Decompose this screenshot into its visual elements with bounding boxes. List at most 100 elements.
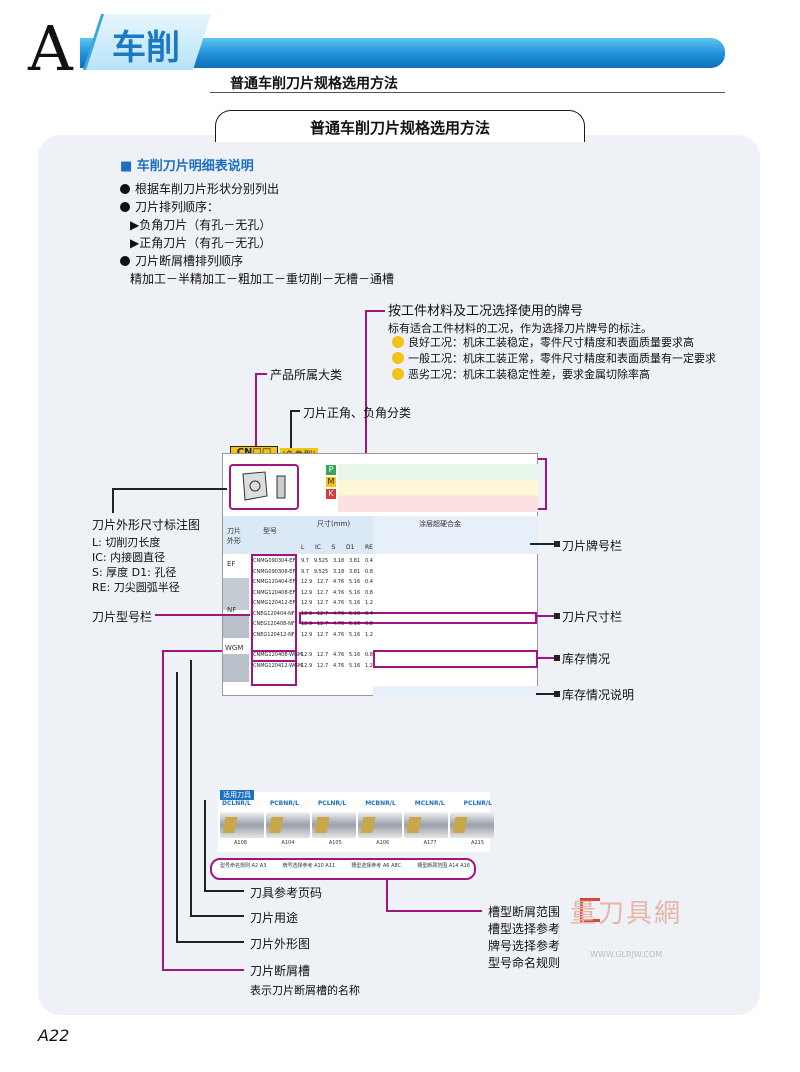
size-head-ic: IC: [314, 544, 321, 551]
grade-desc: 标有适合工件材料的工况，作为选择刀片牌号的标注。: [388, 322, 652, 335]
callout-shape-dim: 刀片外形尺寸标注图: [92, 518, 201, 532]
callout-size-col: 刀片尺寸栏: [562, 610, 623, 624]
shape-ef-icon: [223, 578, 249, 610]
callout-stock-note: 库存情况说明: [562, 688, 635, 702]
bullet-item: 根据车削刀片形状分别列出: [120, 180, 394, 198]
tool-page: A215: [471, 840, 484, 846]
intro-list: 根据车削刀片形状分别列出 刀片排列顺序： ▶负角刀片（有孔－无孔） ▶正角刀片（…: [120, 180, 394, 288]
connector-line: [176, 941, 244, 943]
tool-image: [312, 812, 356, 838]
watermark-logo: [580, 898, 600, 922]
panel-tab: [215, 110, 585, 142]
model-row: CNEG120412-NF: [253, 631, 295, 638]
model-row: CNMG120404-EF: [253, 579, 296, 585]
model-row: CNEG120408-NF: [253, 621, 295, 627]
reference-item: 型号命名规则 A2 A3: [220, 863, 267, 869]
watermark-text: 量刀具網: [570, 899, 683, 929]
model-row: CNMG120412-EF: [253, 600, 296, 606]
page-number: A22: [38, 1026, 70, 1045]
marker-square: [554, 691, 560, 697]
stock-legend: [373, 686, 538, 696]
size-row-highlight: [299, 612, 537, 624]
connector-line: [536, 615, 558, 617]
tool-name: PCLNR/L: [463, 800, 492, 807]
subtitle-rule: [210, 92, 725, 93]
callout-grade-select: 按工件材料及工况选择使用的牌号: [388, 304, 584, 319]
condition-bad: 恶劣工况：机床工装稳定性差，要求金属切除率高: [392, 367, 716, 383]
reference-box: [210, 858, 476, 880]
reference-item: 槽型断屑范围 A14 A16: [417, 863, 470, 869]
bullet-icon: [120, 202, 130, 212]
tool-image: [220, 812, 264, 838]
insert-dimension-icon: [242, 471, 286, 501]
callout-chipbreaker: 刀片断屑槽: [250, 964, 311, 978]
col-shape: 刀片外形: [227, 527, 241, 545]
size-head-re: RE: [365, 544, 373, 551]
size-heads: L IC S D1 RE: [301, 544, 373, 551]
connector-line: [538, 508, 547, 510]
model-row: CNMG120412-WGM: [253, 662, 303, 669]
callout-tool-ref: 刀具参考页码: [250, 886, 323, 900]
connector-line: [112, 488, 114, 513]
dimension-diagram: [229, 464, 299, 510]
tools-tag: 适用刀具: [220, 790, 254, 800]
table-header: [223, 516, 373, 554]
ref-naming: 型号命名规则: [488, 956, 561, 970]
bullet-item: 刀片断屑槽排列顺序: [120, 252, 394, 270]
legend-s-d1: S: 厚度 D1: 孔径: [92, 566, 177, 579]
tool-image: [404, 812, 448, 838]
callout-shape-img: 刀片外形图: [250, 937, 311, 951]
tool-image: [450, 812, 494, 838]
group-ef: EF: [227, 560, 236, 568]
callout-grade-col: 刀片牌号栏: [562, 539, 623, 553]
marker-square: [554, 541, 560, 547]
panel-title: 普通车削刀片规格选用方法: [309, 119, 490, 137]
connector-line: [176, 672, 178, 942]
model-row: CNMG090308-EF: [253, 568, 296, 575]
shape-wgm-icon: [223, 654, 249, 682]
tool-name: PCLNR/L: [317, 800, 347, 807]
reference-item: 槽型选择参考 A6 A8C: [351, 863, 402, 869]
callout-model-col: 刀片型号栏: [92, 610, 153, 624]
condition-good: 良好工况：机床工装稳定，零件尺寸精度和表面质量要求高: [392, 335, 716, 351]
tool-name: PCBNR/L: [269, 800, 299, 807]
connector-line: [290, 410, 292, 455]
group-wgm: WGM: [225, 644, 244, 652]
smiley-bad-icon: [392, 368, 404, 380]
callout-usage: 刀片用途: [250, 911, 299, 925]
chipbreaker-sequence: 精加工－半精加工－粗加工－重切削－无槽－通槽: [130, 272, 395, 286]
bullet-icon: [120, 184, 130, 194]
connector-line: [530, 543, 558, 545]
ref-grade-select: 牌号选择参考: [488, 939, 561, 953]
sub-item: ▶负角刀片（有孔－无孔）: [130, 218, 272, 232]
size-head-s: S: [331, 544, 336, 551]
bullet-item: 刀片排列顺序：: [120, 198, 394, 216]
col-model: 型号: [263, 527, 277, 535]
reference-list: 槽型断屑范围 槽型选择参考 牌号选择参考 型号命名规则: [488, 904, 560, 972]
tool-name: DCLNR/L: [222, 800, 251, 807]
reference-items: 型号命名规则 A2 A3 牌号选择参考 A10 A11 槽型选择参考 A6 A8…: [220, 862, 470, 869]
model-column-highlight-wgm: [251, 650, 297, 686]
col-size: 尺寸(mm): [317, 520, 351, 528]
connector-line: [112, 488, 227, 490]
catalog-table: P M K 刀片外形 型号 尺寸(mm) 涂层超硬合金 EF NF WGM CN…: [222, 453, 538, 696]
connector-line: [190, 660, 192, 916]
tool-image: [266, 812, 310, 838]
condition-normal: 一般工况：机床工装正常，零件尺寸精度和表面质量有一定要求: [392, 351, 716, 367]
connector-line: [365, 310, 367, 458]
material-p: P: [326, 465, 336, 475]
material-condition-grid: [338, 464, 538, 512]
tool-pages: A108 A104 A105 A106 A177 A215: [234, 840, 484, 846]
material-m: M: [326, 477, 336, 487]
tool-name: MCBNR/L: [365, 800, 396, 807]
legend-ic: IC: 内接圆直径: [92, 551, 166, 564]
callout-product-category: 产品所属大类: [270, 368, 343, 382]
legend-l: L: 切削刃长度: [92, 536, 161, 549]
